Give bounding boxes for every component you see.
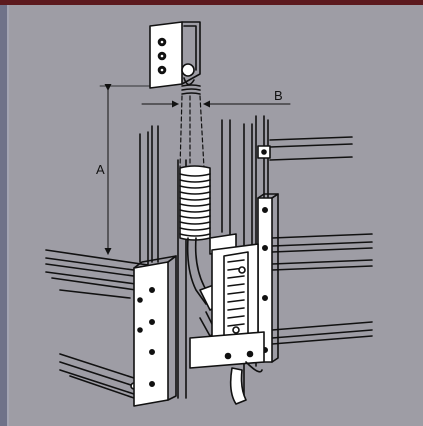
top-bracket: [149, 21, 201, 89]
dimension-b-label: B: [274, 88, 283, 103]
top-frame-bar: [0, 0, 423, 5]
spring-top-coils: [181, 84, 201, 95]
centre-posts: [177, 119, 231, 399]
spring-body: [179, 165, 211, 241]
left-frame-bar: [0, 5, 7, 426]
tensioner-block: [189, 233, 265, 369]
bottom-cable: [229, 361, 263, 405]
left-rails: [45, 249, 149, 399]
right-rails: [269, 136, 373, 345]
dimension-a-label: A: [96, 162, 105, 177]
dimension-a: [99, 84, 151, 255]
left-frame-highlight: [7, 5, 9, 426]
projection-lines: [179, 95, 205, 169]
left-posts: [133, 125, 177, 407]
